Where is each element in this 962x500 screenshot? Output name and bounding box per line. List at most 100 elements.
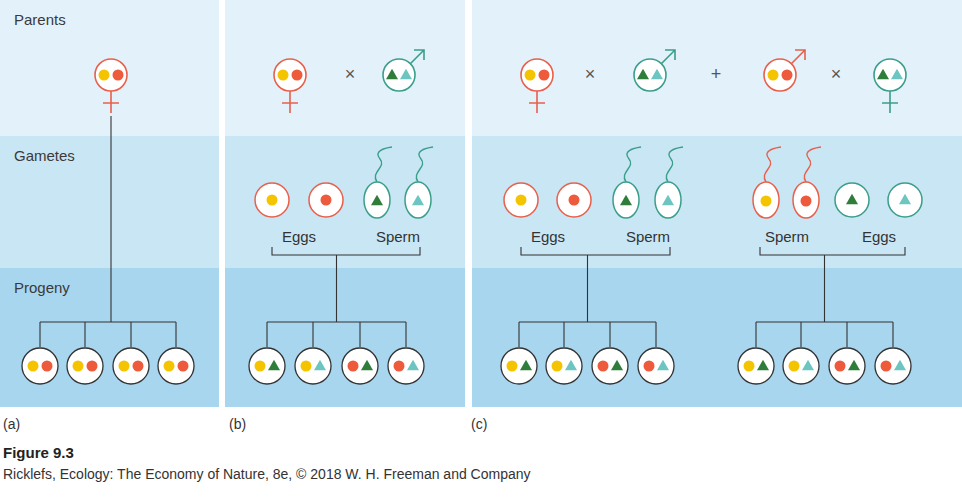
sperm-cell	[613, 182, 639, 218]
allele-dot	[598, 361, 609, 372]
female-parent	[874, 59, 906, 91]
allele-dot	[87, 361, 98, 372]
allele-triangle	[657, 360, 669, 370]
band-label: Parents	[14, 11, 219, 28]
allele-dot	[321, 195, 332, 206]
progeny-cell	[295, 348, 331, 384]
gamete-label: Sperm	[376, 229, 420, 246]
allele-triangle	[802, 360, 814, 370]
gamete-label: Sperm	[765, 229, 809, 246]
gamete-label: Eggs	[862, 229, 896, 246]
male-sign	[791, 50, 805, 64]
allele-triangle	[520, 360, 532, 370]
sperm-cell	[753, 182, 779, 218]
band-background	[472, 0, 962, 136]
allele-triangle	[637, 69, 649, 79]
allele-dot	[301, 361, 312, 372]
cross-sign: ×	[345, 65, 356, 85]
progeny-cell	[249, 348, 285, 384]
egg-cell	[557, 183, 591, 217]
female-sign	[529, 91, 545, 113]
band-panel: Gametes	[0, 136, 219, 268]
panel-letter: (b)	[229, 417, 246, 432]
figure-caption: Figure 9.3	[3, 445, 74, 462]
plus-sign: +	[711, 65, 722, 85]
progeny-cell	[783, 348, 819, 384]
female-parent	[274, 59, 306, 91]
egg-cell	[504, 183, 538, 217]
allele-dot	[761, 196, 772, 207]
band-background	[0, 136, 219, 268]
sperm-cell	[405, 182, 431, 218]
female-sign	[882, 91, 898, 113]
bracket-line	[110, 116, 111, 322]
allele-triangle	[565, 360, 577, 370]
panel-letter: (c)	[471, 417, 487, 432]
bracket-line	[267, 255, 406, 347]
bracket-line	[760, 247, 905, 255]
sperm-tail	[764, 147, 781, 182]
allele-triangle	[371, 195, 383, 205]
progeny-cell	[22, 348, 58, 384]
allele-triangle	[314, 360, 326, 370]
bracket-line	[40, 322, 176, 347]
allele-triangle	[620, 195, 632, 205]
allele-dot	[789, 361, 800, 372]
allele-dot	[782, 70, 793, 81]
sperm-tail	[624, 147, 641, 182]
allele-dot	[42, 361, 53, 372]
allele-dot	[525, 70, 536, 81]
sperm-cell	[655, 182, 681, 218]
allele-triangle	[877, 69, 889, 79]
male-parent	[383, 59, 415, 91]
progeny-cell	[738, 348, 774, 384]
allele-triangle	[846, 194, 858, 204]
progeny-cell	[158, 348, 194, 384]
credit-line: Ricklefs, Ecology: The Economy of Nature…	[3, 467, 531, 482]
allele-dot	[552, 361, 563, 372]
band-panel: Parents	[0, 0, 219, 136]
allele-triangle	[848, 360, 860, 370]
allele-dot	[644, 361, 655, 372]
allele-triangle	[412, 195, 424, 205]
cross-sign: ×	[831, 65, 842, 85]
band-background	[472, 268, 962, 407]
allele-dot	[113, 70, 124, 81]
allele-dot	[267, 195, 278, 206]
allele-dot	[394, 361, 405, 372]
gamete-label: Sperm	[626, 229, 670, 246]
gamete-label: Eggs	[531, 229, 565, 246]
male-sign	[661, 50, 675, 64]
allele-dot	[744, 361, 755, 372]
allele-dot	[73, 361, 84, 372]
band-background	[225, 0, 465, 136]
allele-dot	[133, 361, 144, 372]
allele-dot	[569, 195, 580, 206]
female-parent	[95, 59, 127, 91]
female-parent	[521, 59, 553, 91]
allele-dot	[99, 70, 110, 81]
progeny-cell	[875, 348, 911, 384]
sperm-tail	[666, 147, 683, 182]
progeny-cell	[829, 348, 865, 384]
progeny-cell	[638, 348, 674, 384]
allele-dot	[28, 361, 39, 372]
allele-dot	[539, 70, 550, 81]
progeny-cell	[546, 348, 582, 384]
band-label: Progeny	[14, 279, 219, 296]
progeny-cell	[388, 348, 424, 384]
allele-triangle	[400, 69, 412, 79]
allele-triangle	[899, 194, 911, 204]
male-parent	[634, 59, 666, 91]
egg-cell	[888, 183, 922, 217]
allele-dot	[801, 196, 812, 207]
allele-dot	[768, 70, 779, 81]
allele-dot	[292, 70, 303, 81]
allele-dot	[348, 361, 359, 372]
progeny-cell	[113, 348, 149, 384]
band-panel: Progeny	[0, 268, 219, 407]
allele-triangle	[611, 360, 623, 370]
bracket-line	[521, 247, 670, 255]
cross-sign: ×	[585, 65, 596, 85]
allele-dot	[881, 361, 892, 372]
